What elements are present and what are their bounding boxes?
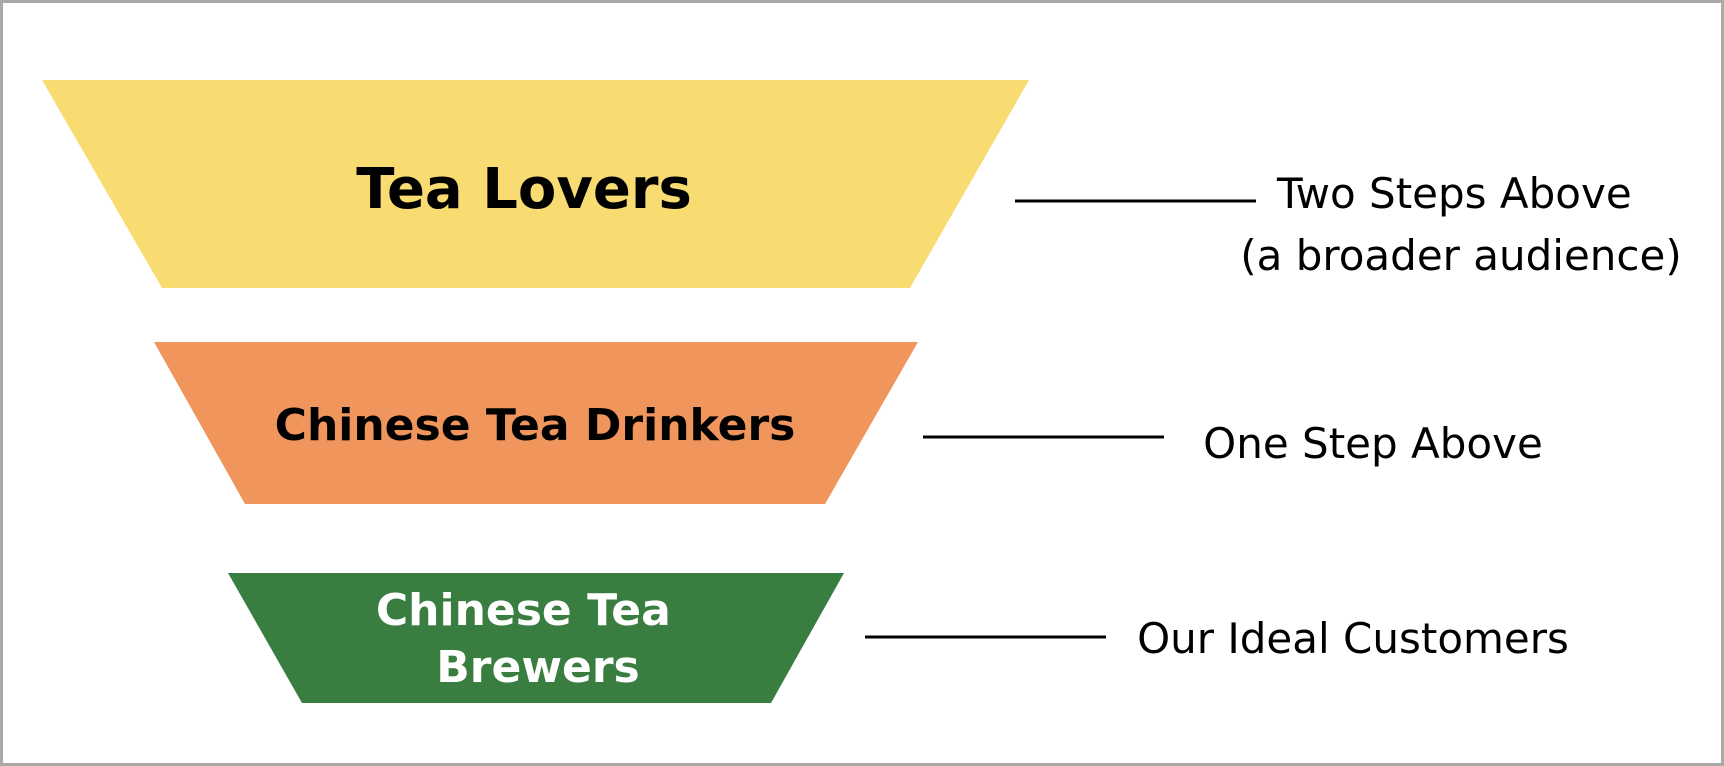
tier-1-label: Tea Lovers bbox=[356, 157, 692, 222]
tier-1-trapezoid bbox=[42, 80, 1029, 288]
tier-3-side-label-line-1: Our Ideal Customers bbox=[1137, 614, 1569, 663]
tier-3-label: Chinese Tea Brewers bbox=[376, 585, 686, 693]
tier-3-label-line-1: Chinese Tea bbox=[376, 585, 671, 636]
tier-2-label: Chinese Tea Drinkers bbox=[275, 400, 796, 451]
tier-3-trapezoid bbox=[228, 573, 844, 703]
funnel-tier-2: Chinese Tea Drinkers One Step Above bbox=[154, 342, 1543, 504]
funnel-svg: Tea Lovers Two Steps Above (a broader au… bbox=[42, 80, 1682, 703]
tier-1-side-label: Two Steps Above (a broader audience) bbox=[1240, 169, 1682, 280]
tier-3-side-label: Our Ideal Customers bbox=[1137, 614, 1569, 663]
tier-2-trapezoid bbox=[154, 342, 918, 504]
funnel-tier-3: Chinese Tea Brewers Our Ideal Customers bbox=[228, 573, 1569, 703]
funnel-tier-1: Tea Lovers Two Steps Above (a broader au… bbox=[42, 80, 1682, 288]
tier-1-label-line-1: Tea Lovers bbox=[356, 157, 692, 222]
tier-1-side-label-line-2: (a broader audience) bbox=[1240, 231, 1682, 280]
tier-3-label-line-2: Brewers bbox=[436, 642, 639, 693]
tier-2-side-label: One Step Above bbox=[1203, 419, 1543, 468]
tier-2-side-label-line-1: One Step Above bbox=[1203, 419, 1543, 468]
tier-1-side-label-line-1: Two Steps Above bbox=[1276, 169, 1632, 218]
tier-2-label-line-1: Chinese Tea Drinkers bbox=[275, 400, 796, 451]
